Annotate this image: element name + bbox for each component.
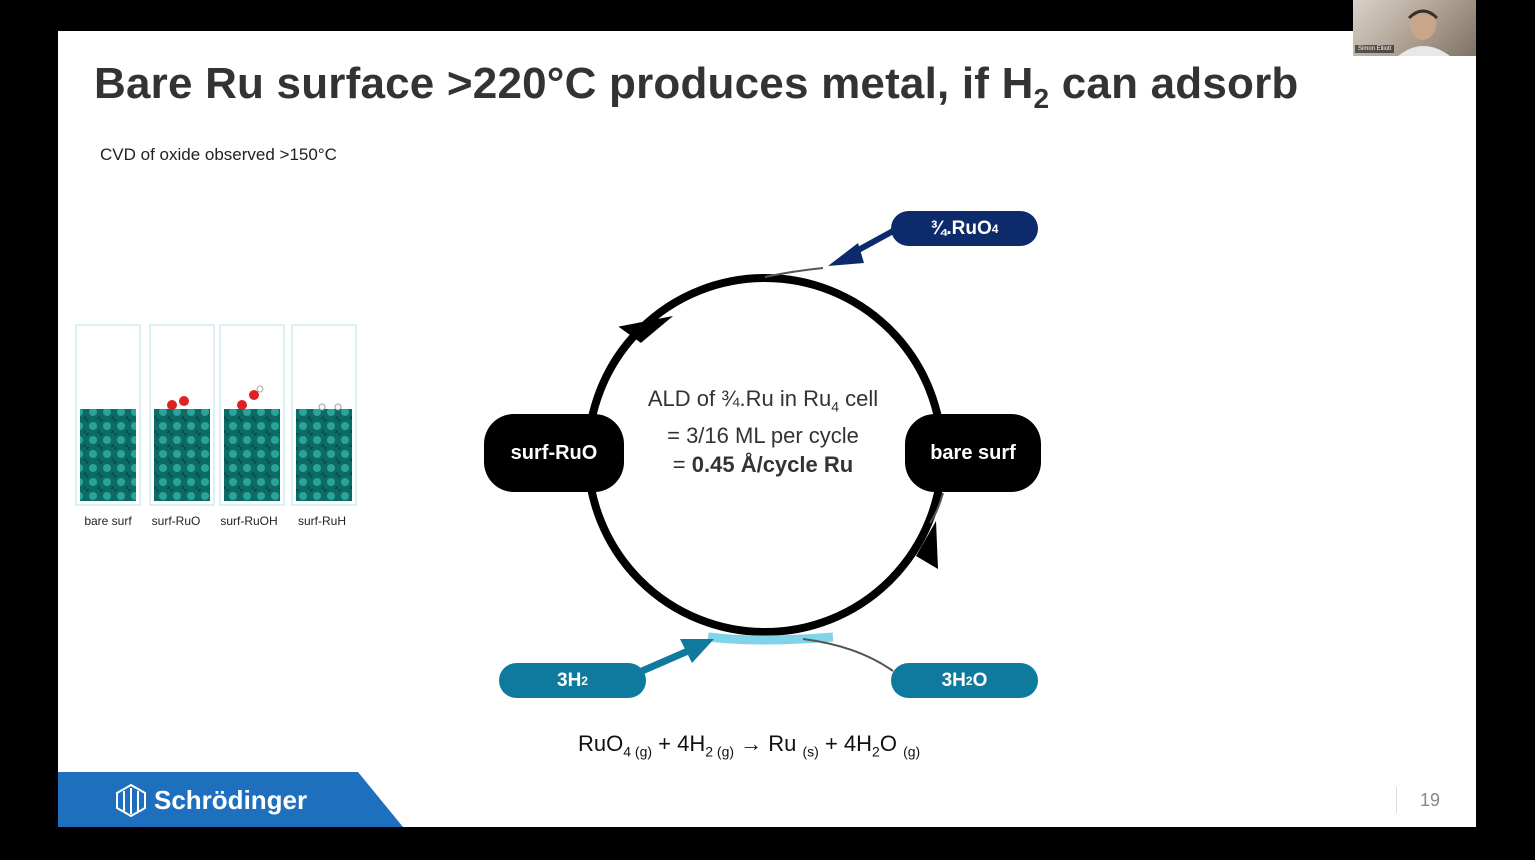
structure-surf-ruh [291, 324, 357, 506]
molecule-label: bare surf [84, 514, 132, 528]
footer-brand-band [58, 772, 403, 827]
cycle-arrow-right-icon [916, 521, 938, 569]
molecule-label: surf-RuOH [220, 514, 278, 528]
webcam-thumbnail[interactable]: Simon Elliott [1353, 0, 1476, 56]
ruo4-connector [764, 267, 824, 278]
cycle-arrow-left-icon [618, 315, 674, 343]
slide-title: Bare Ru surface >220°C produces metal, i… [94, 59, 1299, 114]
slide-subtitle: CVD of oxide observed >150°C [100, 145, 337, 164]
molecule-label: surf-RuH [297, 514, 347, 528]
presenter-avatar [1398, 8, 1450, 56]
h2o-connector [802, 638, 894, 672]
node-bare-surf: bare surf [905, 414, 1041, 492]
structure-surf-ruoh [219, 324, 285, 506]
h2-arc [707, 632, 834, 645]
page-divider [1396, 787, 1397, 813]
h2-arrow-icon [680, 639, 714, 663]
structure-surf-ruo [149, 324, 215, 506]
schrodinger-logo-icon [116, 783, 146, 817]
presenter-name: Simon Elliott [1355, 45, 1395, 53]
h2-arrow-line [640, 647, 690, 675]
bare-surf-connector [929, 492, 944, 524]
description-line-2: = 3/16 ML per cycle [667, 423, 859, 449]
reaction-equation: RuO4 (g) + 4H2 (g) → Ru (s) + 4H2O (g) [578, 731, 921, 760]
node-surf-ruo: surf-RuO [484, 414, 624, 492]
description-line-1: ALD of ¾.Ru in Ru4 cell [647, 386, 879, 415]
molecule-structures [75, 324, 357, 506]
structure-bare-surf [75, 324, 141, 506]
ruo4-arrow-icon [828, 243, 864, 266]
schrodinger-logo-text: Schrödinger [154, 785, 308, 815]
description-line-3: = 0.45 Å/cycle Ru [672, 452, 854, 478]
cycle-description: ALD of ¾.Ru in Ru4 cell = 3/16 ML per cy… [598, 384, 928, 479]
slide: Bare Ru surface >220°C produces metal, i… [58, 31, 1476, 827]
molecule-label: surf-RuO [151, 514, 201, 528]
page-number: 19 [1420, 790, 1441, 810]
